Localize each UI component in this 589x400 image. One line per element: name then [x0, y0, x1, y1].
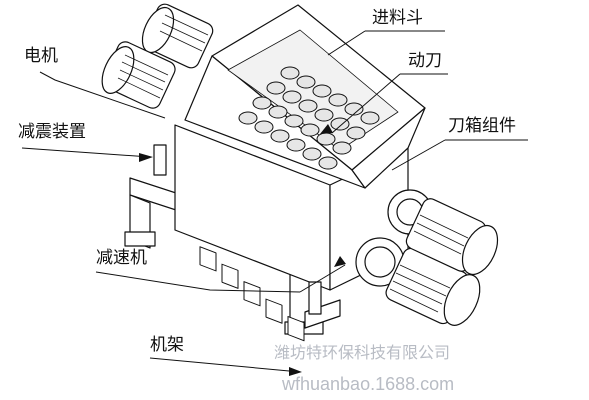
label-motor: 电机 [24, 46, 58, 66]
leader-reducer [95, 271, 301, 293]
arrowheads [139, 124, 346, 376]
damping-springs [153, 144, 322, 315]
label-rotary-blade: 动刀 [408, 51, 442, 71]
leader-frame [149, 357, 301, 373]
blade-box-body [174, 124, 409, 342]
label-damping-device: 减震装置 [18, 122, 86, 142]
label-blade-box-assembly: 刀箱组件 [448, 116, 516, 136]
watermark-url: wfhuanbao.1688.com [282, 374, 455, 394]
reducer-assembly [355, 189, 499, 326]
leader-damping [21, 147, 151, 158]
rotary-blades [238, 66, 380, 170]
label-hopper: 进料斗 [372, 8, 423, 28]
label-reducer: 减速机 [96, 248, 147, 268]
watermark-company: 潍坊特环保科技有限公司 [274, 345, 451, 362]
leader-motor [39, 71, 166, 119]
leader-lines [21, 30, 528, 373]
label-frame: 机架 [150, 335, 184, 355]
motor-upper-left [101, 3, 214, 109]
